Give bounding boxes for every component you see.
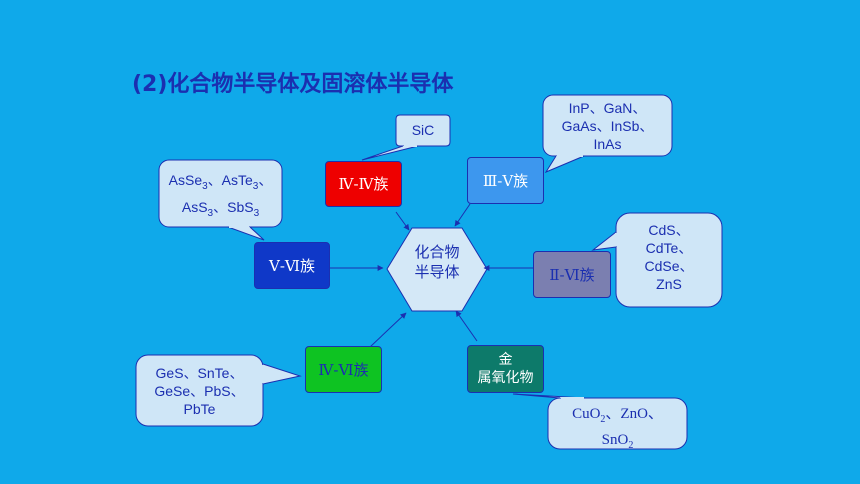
- callout-iv-vi-line-1: GeS、SnTe、: [155, 365, 244, 381]
- page-title: (2)化合物半导体及固溶体半导体: [132, 72, 454, 97]
- callout-metal-oxide-line-2: SnO2: [601, 432, 634, 451]
- group-v-vi: Ⅴ-Ⅵ族: [254, 242, 330, 289]
- callout-ii-vi-line-1: CdS、: [648, 222, 690, 238]
- center-line-2: 半导体: [414, 263, 460, 281]
- callout-ii-vi-line-4: ZnS: [656, 276, 682, 292]
- callout-iv-vi-line-3: PbTe: [183, 401, 216, 417]
- callout-v-vi-line-2: AsS3、SbS3: [181, 198, 260, 219]
- center-label: 化合物 半导体: [392, 242, 482, 282]
- callout-metal-oxide: [512, 393, 688, 450]
- callout-iv-vi-line-2: GeSe、PbS、: [154, 383, 245, 399]
- group-iv-vi-label: Ⅳ-Ⅵ族: [318, 360, 369, 379]
- callout-iii-v-line-2: GaAs、InSb、: [561, 118, 654, 134]
- group-iii-v: Ⅲ-Ⅴ族: [467, 157, 544, 204]
- group-metal-oxide-line-2: 属氧化物: [477, 370, 534, 386]
- callout-iii-v-line-1: InP、GaN、: [568, 100, 647, 116]
- callout-ii-vi: [591, 212, 723, 308]
- group-iv-vi: Ⅳ-Ⅵ族: [305, 346, 382, 393]
- callout-metal-oxide-text: CuO2、ZnO、 SnO2: [548, 404, 687, 456]
- group-ii-vi: Ⅱ-Ⅵ族: [533, 251, 611, 298]
- callout-iv-vi-text: GeS、SnTe、 GeSe、PbS、 PbTe: [136, 364, 263, 418]
- arrows: [330, 203, 533, 348]
- callout-v-vi-line-1: AsSe3、AsTe3、: [168, 172, 273, 192]
- callout-iii-v-line-3: InAs: [593, 136, 622, 152]
- callout-ii-vi-line-2: CdTe、: [645, 240, 693, 256]
- callout-ii-vi-line-3: CdSe、: [644, 258, 694, 274]
- callout-iv-vi: [135, 354, 302, 427]
- callout-ii-vi-text: CdS、 CdTe、 CdSe、 ZnS: [616, 221, 722, 293]
- callout-iii-v: [542, 94, 673, 174]
- group-iii-v-label: Ⅲ-Ⅴ族: [482, 171, 529, 190]
- callout-v-vi-text: AsSe3、AsTe3、 AsS3、SbS3: [159, 170, 282, 224]
- callout-metal-oxide-line-1: CuO2、ZnO、: [572, 406, 663, 425]
- callout-v-vi: [158, 159, 283, 241]
- callout-iii-v-text: InP、GaN、 GaAs、InSb、 InAs: [543, 99, 672, 153]
- callout-sic-text: SiC: [396, 121, 450, 139]
- callout-sic: [361, 114, 451, 161]
- group-ii-vi-label: Ⅱ-Ⅵ族: [549, 265, 595, 284]
- group-iv-iv: Ⅳ-Ⅳ族: [325, 161, 402, 207]
- callout-sic-line-1: SiC: [411, 122, 435, 138]
- center-line-1: 化合物: [414, 243, 460, 261]
- group-v-vi-label: Ⅴ-Ⅵ族: [269, 256, 315, 275]
- group-metal-oxide: 金 属氧化物: [467, 345, 544, 393]
- group-iv-iv-label: Ⅳ-Ⅳ族: [338, 175, 389, 193]
- center-hexagon: [386, 227, 488, 312]
- group-metal-oxide-line-1: 金: [498, 352, 513, 368]
